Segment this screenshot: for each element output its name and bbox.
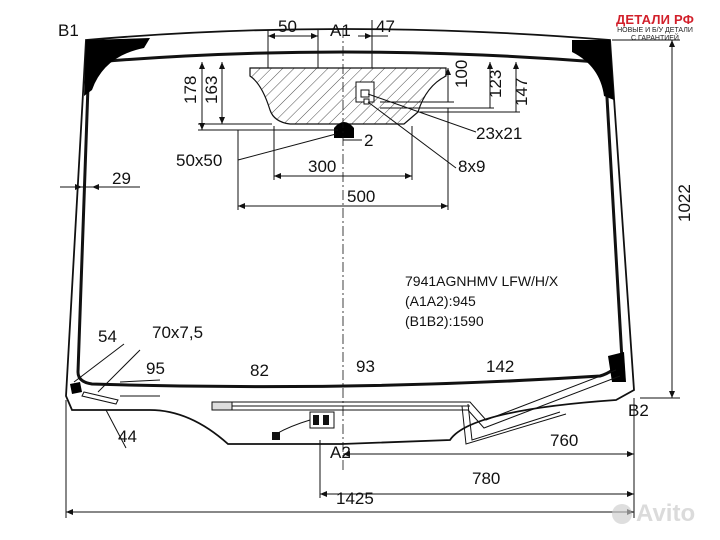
- dim-50-top: 50: [278, 17, 297, 36]
- brand-logo: ДЕТАЛИ РФ НОВЫЕ И Б/У ДЕТАЛИ С ГАРАНТИЕЙ: [596, 12, 714, 43]
- part-code: 7941AGNHMV LFW/H/X: [405, 273, 559, 289]
- corner-block-top-right: [572, 40, 614, 100]
- small-bar-70x7: [81, 391, 119, 405]
- dim-93: 93: [356, 357, 375, 376]
- top-dimension-lines: [60, 20, 680, 518]
- small-square-23x21: [360, 89, 370, 98]
- dim-300: 300: [308, 157, 336, 176]
- brand-tagline-1: НОВЫЕ И Б/У ДЕТАЛИ: [617, 27, 693, 34]
- corner-block-bottom-right: [608, 352, 626, 382]
- dim-163: 163: [202, 76, 221, 104]
- dim-8x9: 8x9: [458, 157, 485, 176]
- label-a1: A1: [330, 21, 351, 40]
- watermark-text: Avito: [636, 500, 696, 527]
- brand-name: ДЕТАЛИ РФ: [615, 12, 695, 27]
- dim-50x50: 50x50: [176, 151, 222, 170]
- mirror-bracket-50x50: [334, 122, 354, 138]
- dim-760: 760: [550, 431, 578, 450]
- glass-outline: [65, 28, 635, 445]
- dim-500: 500: [347, 187, 375, 206]
- dim-29: 29: [112, 169, 131, 188]
- small-square-8x9: [363, 98, 370, 105]
- connector-block: [272, 411, 335, 440]
- dim-44: 44: [118, 427, 137, 446]
- mirror-frit-area: [249, 67, 447, 125]
- dim-47: 47: [376, 17, 395, 36]
- label-a2: A2: [330, 443, 351, 462]
- dim-147: 147: [512, 78, 531, 106]
- arrow-heads: [66, 33, 675, 515]
- label-b1: B1: [58, 21, 79, 40]
- dim-70x7-5: 70x7,5: [152, 323, 203, 342]
- corner-block-left-small: [70, 382, 82, 394]
- label-b2: B2: [628, 401, 649, 420]
- dim-95: 95: [146, 359, 165, 378]
- avito-dots-icon: [612, 504, 632, 524]
- dim-1022: 1022: [675, 184, 694, 222]
- dim-54: 54: [98, 327, 117, 346]
- brand-tagline-2: С ГАРАНТИЕЙ: [631, 35, 679, 42]
- dim-178: 178: [181, 76, 200, 104]
- heating-band: [211, 369, 621, 445]
- part-a1a2: (A1A2):945: [405, 293, 476, 309]
- part-b1b2: (B1B2):1590: [405, 313, 484, 329]
- dim-23x21: 23x21: [476, 124, 522, 143]
- dim-142: 142: [486, 357, 514, 376]
- dim-123: 123: [486, 70, 505, 98]
- corner-block-top-left: [84, 38, 150, 96]
- dim-100: 100: [452, 60, 471, 88]
- dim-1425: 1425: [336, 489, 374, 508]
- dim-780: 780: [472, 469, 500, 488]
- avito-watermark: Avito: [612, 500, 695, 528]
- dim-2: 2: [364, 131, 373, 150]
- dim-82: 82: [250, 361, 269, 380]
